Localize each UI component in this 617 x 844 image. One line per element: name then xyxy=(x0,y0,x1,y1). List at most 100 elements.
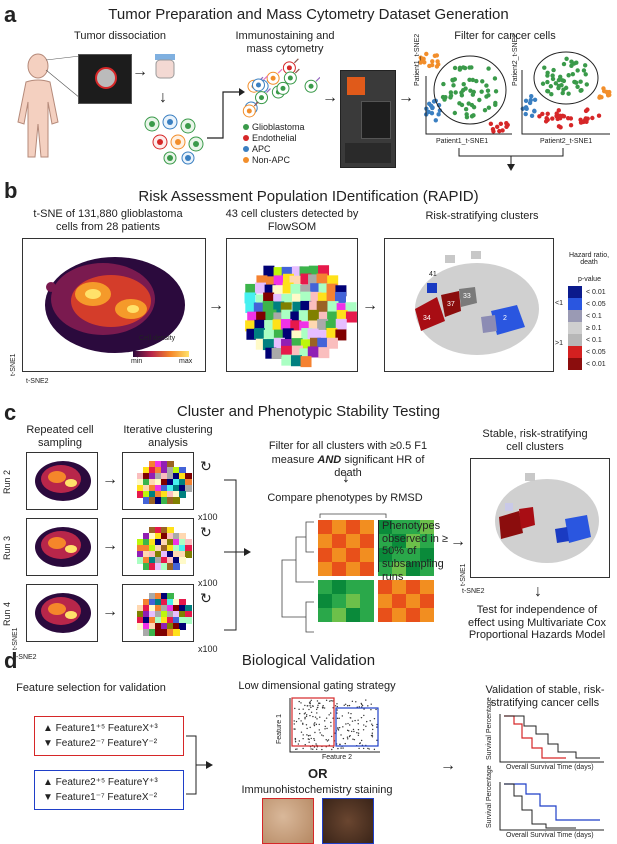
risk-caption: Risk-stratifying clusters xyxy=(425,210,539,222)
hazard-legend-item: < 0.05 xyxy=(568,346,606,358)
bracket-arrow-icon-2 xyxy=(186,735,213,795)
min-label: min xyxy=(131,358,143,365)
arrow-right-icon: → xyxy=(102,471,118,488)
ihc-image-blue xyxy=(322,798,374,844)
p2-y-label: Patient2_t-SNE2 xyxy=(512,33,519,86)
red-feature-line2: ▼ Feature2⁻⁷ FeatureY⁻² xyxy=(43,738,158,749)
mass-cytometer-image xyxy=(340,70,396,168)
panel-d-letter: d xyxy=(4,648,18,673)
arrow-down-icon-2: ↓ xyxy=(342,469,350,486)
legend-non-apc: Non-APC xyxy=(243,155,305,166)
reps-run2: x100 xyxy=(198,512,218,522)
arrow-elbow-icon xyxy=(207,88,245,139)
panel-c-title: Cluster and Phenotypic Stability Testing xyxy=(176,403,441,420)
rmsd-heatmap xyxy=(281,513,434,633)
pheno-note: Phenotypes observed in ≥ 50% of subsampl… xyxy=(382,520,448,583)
repeat-cycle-icon: ↻ xyxy=(200,524,212,540)
iterative-clustering-label: Iterative clustering analysis xyxy=(123,424,213,449)
arrow-right-icon-5: → xyxy=(362,297,378,314)
cluster-2-label: 2 xyxy=(503,315,507,322)
stable-clusters-title: Stable, risk-stratifying cell clusters xyxy=(482,428,588,453)
or-label: OR xyxy=(308,766,328,781)
arrow-down-icon: ↓ xyxy=(159,89,167,106)
hr-high-group: >1 xyxy=(555,340,563,347)
tsne-caption: t-SNE of 131,880 glioblastoma cells from… xyxy=(33,208,183,233)
cell-type-legend: Glioblastoma Endothelial APC Non-APC xyxy=(243,122,305,166)
rmsd-label: Compare phenotypes by RMSD xyxy=(267,492,423,504)
surv-x-label-1: Overall Survival Time (days) xyxy=(506,764,594,771)
feature1-axis: Feature 1 xyxy=(276,714,283,744)
survival-plot-red xyxy=(499,714,604,763)
human-figure-icon xyxy=(17,53,81,158)
legend-glioblastoma: Glioblastoma xyxy=(243,122,305,133)
c2-axis-x: t-SNE2 xyxy=(462,588,485,595)
repeated-sampling-label: Repeated cell sampling xyxy=(26,424,94,449)
filter-cancer-label: Filter for cancer cells xyxy=(454,30,556,42)
arrow-right-icon-6: → xyxy=(450,533,466,550)
cluster-34-label: 34 xyxy=(423,315,431,322)
survival-plot-blue xyxy=(499,782,604,831)
flowsom-cluster-plot xyxy=(226,238,358,372)
ihc-label: Immunohistochemistry staining xyxy=(241,784,393,796)
run2-label: Run 2 xyxy=(2,469,12,494)
blue-feature-line2: ▼ Feature1⁻⁷ FeatureX⁻² xyxy=(43,792,158,803)
bracket-arrow-icon xyxy=(224,479,251,631)
risk-cluster-plot: 41 37 33 34 2 xyxy=(384,238,554,372)
c-axis-y: t-SNE1 xyxy=(12,627,19,650)
filter-text-1: Filter for all clusters with ≥0.5 F1 xyxy=(268,440,428,452)
hazard-legend-item: < 0.01 xyxy=(568,286,606,298)
reps-run3: x100 xyxy=(198,578,218,588)
hazard-legend-item: ≥ 0.1 xyxy=(568,322,606,334)
cluster-map xyxy=(244,265,357,368)
cox-test-text: Test for independence of effect using Mu… xyxy=(468,604,606,642)
run-density-plot xyxy=(26,584,98,642)
cell-suspension-icon xyxy=(144,114,204,165)
pvalue-title: p-value xyxy=(578,276,601,283)
filter-text-2: measure AND significant HR of death xyxy=(271,454,425,479)
surv-y-label-2: Survival Percentage xyxy=(486,765,493,828)
reps-run4: x100 xyxy=(198,644,218,654)
repeat-cycle-icon: ↻ xyxy=(200,458,212,474)
p1-y-label: Patient1_t-SNE2 xyxy=(414,33,421,86)
run3-label: Run 3 xyxy=(2,535,12,560)
clusters-caption: 43 cell clusters detected by FlowSOM xyxy=(225,208,359,233)
run-cluster-plot xyxy=(122,452,194,510)
hazard-legend-item: < 0.1 xyxy=(568,310,606,322)
hazard-legend-item: < 0.05 xyxy=(568,298,606,310)
arrow-down-icon-3: ↓ xyxy=(534,583,542,600)
hazard-title: Hazard ratio, death xyxy=(568,252,610,266)
panel-a-title: Tumor Preparation and Mass Cytometry Dat… xyxy=(108,6,509,23)
ihc-image-red xyxy=(262,798,314,844)
gating-label: Low dimensional gating strategy xyxy=(238,680,396,692)
stained-cells-icon xyxy=(242,58,320,118)
p1-x-label: Patient1_t-SNE1 xyxy=(436,138,489,145)
tube-icon xyxy=(155,54,175,79)
blue-feature-box: ▲ Feature2⁺⁵ FeatureY⁺³ ▼ Feature1⁻⁷ Fea… xyxy=(34,770,184,810)
validation-title: Validation of stable, risk-stratifying c… xyxy=(485,684,605,709)
merge-arrow-icon xyxy=(458,148,564,171)
hr-low-group: <1 xyxy=(555,300,563,307)
arrow-right-icon-4: → xyxy=(208,297,224,314)
density-colorbar xyxy=(133,351,189,357)
c2-axis-y: t-SNE1 xyxy=(460,563,467,586)
hazard-legend-item: < 0.01 xyxy=(568,358,606,370)
surv-x-label-2: Overall Survival Time (days) xyxy=(506,832,594,839)
patient2-scatter xyxy=(520,51,612,135)
run4-label: Run 4 xyxy=(2,601,12,626)
panel-b-letter: b xyxy=(4,178,18,203)
stable-map xyxy=(495,473,599,563)
panel-b-title: Risk Assessment Population IDentificatio… xyxy=(138,188,479,205)
arrow-right-icon-2: → xyxy=(322,89,338,106)
density-map xyxy=(45,257,185,353)
brain-mri-image xyxy=(78,54,132,104)
panel-c-letter: c xyxy=(4,400,17,425)
run-cluster-plot xyxy=(122,584,194,642)
cluster-37-label: 37 xyxy=(447,301,455,308)
pheno-bracket xyxy=(378,520,379,572)
repeat-cycle-icon: ↻ xyxy=(200,590,212,606)
run-density-plot xyxy=(26,518,98,576)
blue-feature-line1: ▲ Feature2⁺⁵ FeatureY⁺³ xyxy=(43,777,158,788)
arrow-right-icon-3: → xyxy=(398,89,414,106)
cell-density-label: Cell density xyxy=(139,335,176,342)
hazard-legend-item: < 0.1 xyxy=(568,334,606,346)
